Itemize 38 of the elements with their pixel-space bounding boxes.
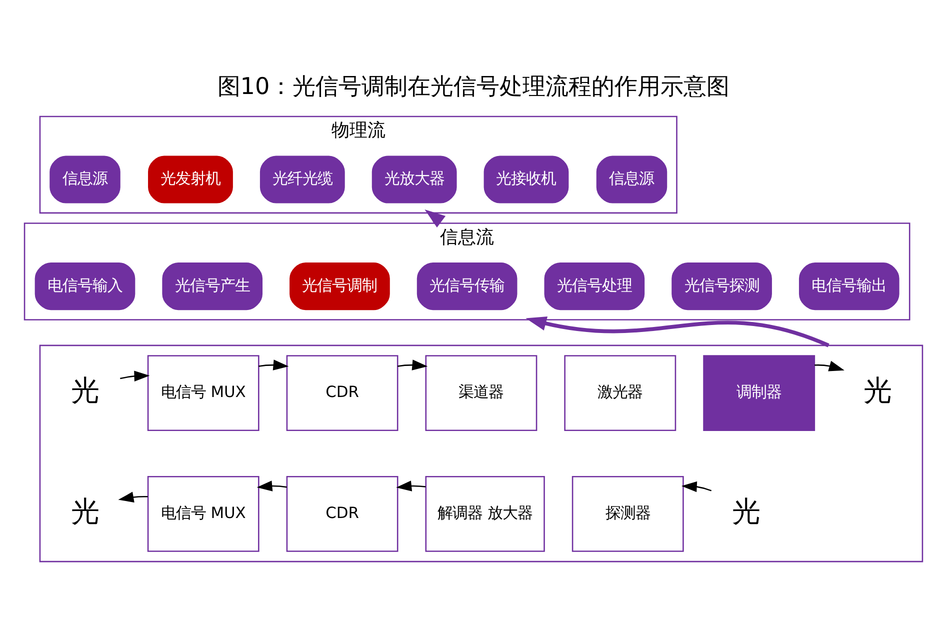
arrow <box>258 360 288 370</box>
node-text: 光 <box>70 495 98 528</box>
arrow <box>256 480 286 492</box>
node-box: CDR <box>286 355 398 431</box>
node-text: 光 <box>732 495 760 528</box>
node-box: 光接收机 <box>483 156 568 204</box>
node-box: 光信号产生 <box>162 262 262 310</box>
node-box: 光信号处理 <box>544 262 644 310</box>
node-box: 探测器 <box>571 476 684 552</box>
node-box: 电信号 MUX <box>146 476 259 552</box>
node-box: 光信号调制 <box>289 262 390 310</box>
node-text: 光 <box>70 374 98 408</box>
node-box: 电信号输入 <box>34 262 135 310</box>
node-box: 渠道器 <box>424 355 537 431</box>
arrow <box>396 480 426 492</box>
node-box: 调制器 <box>702 355 815 431</box>
cluster <box>38 344 923 562</box>
node-box: 信息源 <box>596 156 667 204</box>
arrow <box>814 360 844 372</box>
node-box: 光放大器 <box>371 156 456 204</box>
node-box: 光发射机 <box>148 156 232 204</box>
arrow <box>118 492 148 502</box>
arrow <box>397 360 428 370</box>
node-box: 激光器 <box>564 355 676 431</box>
node-box: 电信号 MUX <box>146 355 259 431</box>
node-box: 光纤光缆 <box>259 156 344 204</box>
node-box: 信息源 <box>49 156 120 204</box>
node-box: 解调器 放大器 <box>424 476 544 552</box>
node-box: CDR <box>286 476 398 552</box>
node-box: 光信号探测 <box>671 262 772 310</box>
node-box: 电信号输出 <box>798 262 899 310</box>
diagram-title: 图10：光信号调制在光信号处理流程的作用示意图 <box>216 74 730 100</box>
arrow <box>424 209 446 228</box>
node-text: 光 <box>862 374 891 408</box>
arrow <box>525 316 829 348</box>
node-box: 光信号传输 <box>416 262 517 310</box>
arrow <box>119 370 150 382</box>
arrow <box>680 481 712 492</box>
